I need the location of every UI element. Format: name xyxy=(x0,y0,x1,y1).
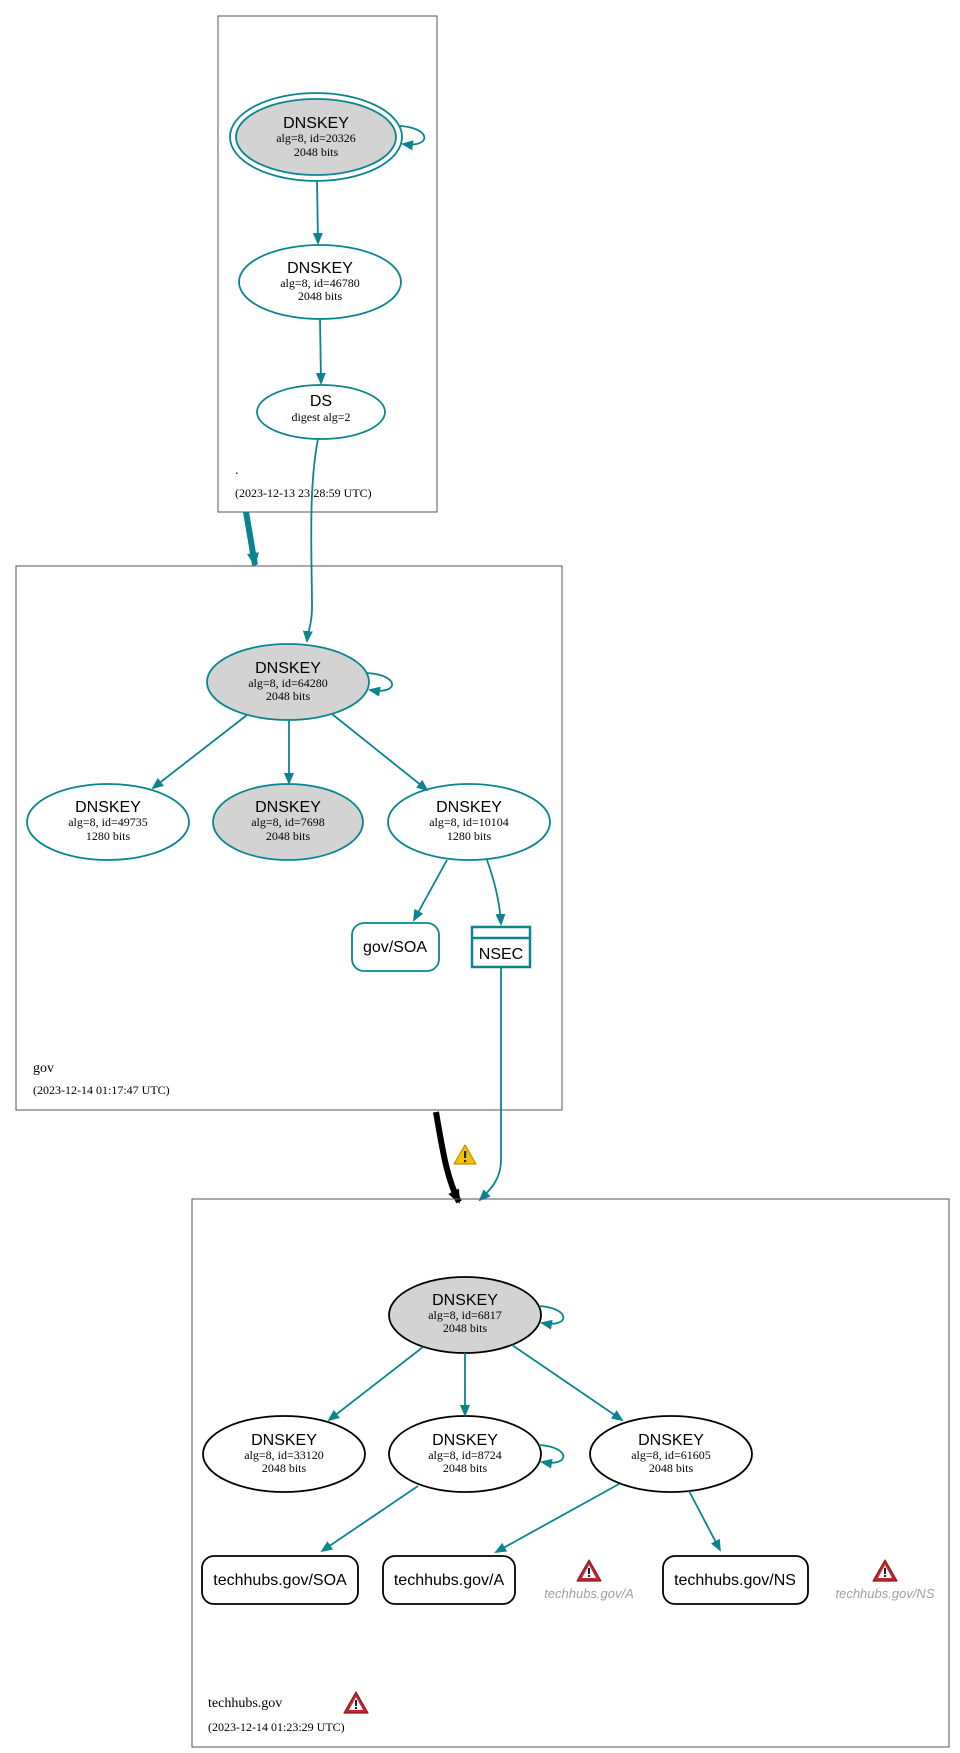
edge-gov-k3-nsec xyxy=(486,859,506,926)
node-gov-nsec-label: NSEC xyxy=(479,946,523,963)
node-root-ksk[interactable]: DNSKEY alg=8, id=20326 2048 bits xyxy=(229,92,403,182)
node-techhubs-key-33120-line2: 2048 bits xyxy=(262,1461,307,1475)
node-techhubs-ns-label: techhubs.gov/NS xyxy=(674,1572,796,1589)
node-gov-ksk[interactable]: DNSKEY alg=8, id=64280 2048 bits xyxy=(206,643,370,721)
edge-nsec-techhubs xyxy=(478,966,502,1202)
node-techhubs-key-33120-title: DNSKEY xyxy=(251,1432,317,1449)
error-icon[interactable] xyxy=(343,1691,369,1714)
node-techhubs-soa-label: techhubs.gov/SOA xyxy=(213,1572,347,1589)
node-root-ksk-line2: 2048 bits xyxy=(294,145,339,159)
zone-techhubs: techhubs.gov (2023-12-14 01:23:29 UTC) xyxy=(191,1198,950,1748)
node-gov-key-49735-line1: alg=8, id=49735 xyxy=(68,815,148,829)
zone-gov: gov (2023-12-14 01:17:47 UTC) xyxy=(15,565,563,1111)
node-techhubs-ksk-line1: alg=8, id=6817 xyxy=(428,1308,502,1322)
node-techhubs-a-missing-label: techhubs.gov/A xyxy=(544,1586,634,1601)
edge-gov-ksk-k1 xyxy=(151,714,248,790)
node-root-ds-title: DS xyxy=(310,393,332,410)
node-techhubs-key-33120-line1: alg=8, id=33120 xyxy=(244,1448,324,1462)
node-techhubs-key-8724-title: DNSKEY xyxy=(432,1432,498,1449)
zone-root-name: . xyxy=(235,463,239,478)
error-icon[interactable] xyxy=(872,1559,898,1582)
node-gov-ksk-title: DNSKEY xyxy=(255,660,321,677)
zone-techhubs-name: techhubs.gov xyxy=(208,1696,282,1711)
node-gov-key-10104-line1: alg=8, id=10104 xyxy=(429,815,509,829)
node-gov-key-7698-line2: 2048 bits xyxy=(266,829,311,843)
edge-root-ds-gov-ksk xyxy=(302,438,319,643)
edge-gov-ksk-self xyxy=(366,672,394,697)
node-techhubs-ksk[interactable]: DNSKEY alg=8, id=6817 2048 bits xyxy=(388,1276,542,1354)
node-techhubs-ksk-line2: 2048 bits xyxy=(443,1321,488,1335)
edge-techhubs-ksk-k1 xyxy=(327,1346,424,1422)
zone-root-timestamp: (2023-12-13 23:28:59 UTC) xyxy=(235,486,372,500)
node-techhubs-ns-missing-label: techhubs.gov/NS xyxy=(835,1586,934,1601)
edge-root-ksk-zsk xyxy=(312,180,323,245)
zone-root: . (2023-12-13 23:28:59 UTC) xyxy=(217,15,438,513)
node-gov-key-7698-line1: alg=8, id=7698 xyxy=(251,815,325,829)
node-gov-soa-label: gov/SOA xyxy=(363,939,427,956)
node-gov-key-49735[interactable]: DNSKEY alg=8, id=49735 1280 bits xyxy=(26,783,190,861)
node-gov-key-49735-title: DNSKEY xyxy=(75,799,141,816)
node-techhubs-ns[interactable]: techhubs.gov/NS xyxy=(662,1555,809,1605)
node-gov-key-49735-line2: 1280 bits xyxy=(86,829,131,843)
node-root-zsk-line1: alg=8, id=46780 xyxy=(280,276,360,290)
edge-root-zsk-ds xyxy=(315,318,326,385)
edge-techhubs-ksk-self xyxy=(538,1305,565,1330)
node-root-zsk[interactable]: DNSKEY alg=8, id=46780 2048 bits xyxy=(238,244,402,320)
node-root-ksk-line1: alg=8, id=20326 xyxy=(276,131,356,145)
node-root-zsk-line2: 2048 bits xyxy=(298,289,343,303)
node-techhubs-key-61605[interactable]: DNSKEY alg=8, id=61605 2048 bits xyxy=(589,1415,753,1493)
edge-techhubs-ksk-k3 xyxy=(511,1344,624,1422)
node-techhubs-key-8724-line1: alg=8, id=8724 xyxy=(428,1448,502,1462)
node-techhubs-a[interactable]: techhubs.gov/A xyxy=(382,1555,516,1605)
node-gov-nsec[interactable]: NSEC xyxy=(470,925,532,969)
node-root-ds-line1: digest alg=2 xyxy=(291,410,350,424)
node-techhubs-key-8724[interactable]: DNSKEY alg=8, id=8724 2048 bits xyxy=(388,1415,542,1493)
node-gov-soa[interactable]: gov/SOA xyxy=(351,922,440,972)
node-techhubs-key-8724-line2: 2048 bits xyxy=(443,1461,488,1475)
edge-delegation-gov-techhubs xyxy=(433,1111,462,1204)
warning-icon[interactable] xyxy=(453,1144,477,1165)
node-techhubs-key-61605-line1: alg=8, id=61605 xyxy=(631,1448,711,1462)
zone-gov-name: gov xyxy=(33,1061,54,1076)
node-techhubs-ksk-title: DNSKEY xyxy=(432,1292,498,1309)
error-icon[interactable] xyxy=(576,1559,602,1582)
node-gov-key-7698-title: DNSKEY xyxy=(255,799,321,816)
node-root-ds[interactable]: DS digest alg=2 xyxy=(256,384,386,440)
zone-root-box xyxy=(217,15,438,513)
edge-techhubs-k3-ns xyxy=(688,1490,721,1552)
zone-gov-timestamp: (2023-12-14 01:17:47 UTC) xyxy=(33,1083,170,1097)
edge-techhubs-k2-soa xyxy=(320,1485,419,1553)
node-gov-key-10104-line2: 1280 bits xyxy=(447,829,492,843)
node-gov-key-10104[interactable]: DNSKEY alg=8, id=10104 1280 bits xyxy=(387,783,551,861)
node-gov-ksk-line1: alg=8, id=64280 xyxy=(248,676,328,690)
zone-gov-box xyxy=(15,565,563,1111)
zone-techhubs-timestamp: (2023-12-14 01:23:29 UTC) xyxy=(208,1720,345,1734)
edge-delegation-root-gov xyxy=(243,511,259,567)
node-techhubs-key-61605-title: DNSKEY xyxy=(638,1432,704,1449)
node-root-ksk-title: DNSKEY xyxy=(283,115,349,132)
edge-techhubs-key-8724-self xyxy=(538,1444,565,1469)
edge-gov-k3-soa xyxy=(413,859,448,922)
node-gov-key-10104-title: DNSKEY xyxy=(436,799,502,816)
node-gov-ksk-line2: 2048 bits xyxy=(266,689,311,703)
node-techhubs-soa[interactable]: techhubs.gov/SOA xyxy=(201,1555,359,1605)
node-techhubs-key-61605-line2: 2048 bits xyxy=(649,1461,694,1475)
zone-techhubs-box xyxy=(191,1198,950,1748)
edge-root-ksk-self xyxy=(399,125,426,151)
node-techhubs-key-33120[interactable]: DNSKEY alg=8, id=33120 2048 bits xyxy=(202,1415,366,1493)
edge-techhubs-k3-a xyxy=(494,1483,620,1553)
node-gov-key-7698[interactable]: DNSKEY alg=8, id=7698 2048 bits xyxy=(212,783,364,861)
node-root-zsk-title: DNSKEY xyxy=(287,260,353,277)
node-techhubs-a-label: techhubs.gov/A xyxy=(394,1572,505,1589)
edge-gov-ksk-k3 xyxy=(331,713,429,792)
